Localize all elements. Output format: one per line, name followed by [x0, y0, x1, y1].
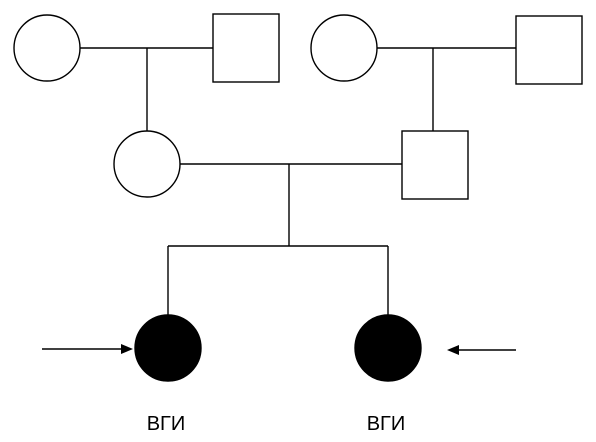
pedigree-lines: [80, 47, 516, 316]
proband-arrow-left: [42, 344, 133, 354]
affected-female-symbol-right: [354, 314, 422, 382]
female-symbol-gen1-left: [13, 14, 81, 82]
affected-female-symbol-left: [134, 314, 202, 382]
proband-label-right: ВГИ: [367, 413, 406, 435]
female-symbol-gen1-right: [310, 14, 378, 82]
male-symbol-gen2: [401, 130, 469, 200]
female-symbol-gen2: [113, 130, 181, 198]
male-symbol-gen1-left: [212, 13, 280, 83]
proband-label-left: ВГИ: [147, 413, 186, 435]
proband-arrow-right: [447, 345, 516, 355]
male-symbol-gen1-right: [515, 15, 583, 85]
